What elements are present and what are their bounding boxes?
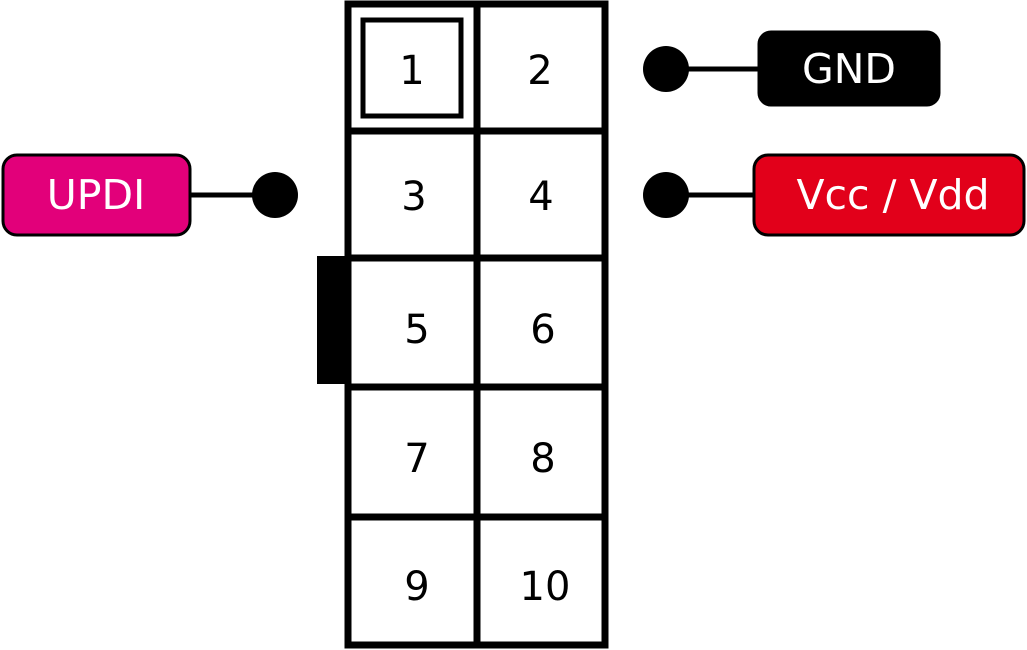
updi-connector-dot [252, 172, 298, 218]
pin-number-6: 6 [530, 307, 555, 353]
pin-number-1: 1 [399, 48, 424, 94]
gnd-label: GND [802, 45, 896, 93]
pin-number-10: 10 [520, 564, 571, 610]
gnd-label-group: GND [643, 30, 941, 107]
pin-number-5: 5 [404, 307, 429, 353]
pin-number-4: 4 [528, 174, 553, 220]
vcc-badge [752, 153, 1026, 237]
pin-number-3: 3 [401, 174, 426, 220]
updi-label-group: UPDI [1, 153, 298, 237]
vcc-label: Vcc / Vdd [796, 171, 989, 219]
gnd-connector-dot [643, 46, 689, 92]
pin-number-7: 7 [404, 436, 429, 482]
pin-number-9: 9 [404, 564, 429, 610]
vcc-label-group: Vcc / Vdd [643, 153, 1026, 237]
pin-number-2: 2 [527, 48, 552, 94]
pin-number-8: 8 [530, 436, 555, 482]
vcc-connector-dot [643, 172, 689, 218]
updi-label: UPDI [47, 171, 145, 219]
polarization-notch [317, 256, 347, 384]
gnd-badge [757, 30, 941, 107]
pin1-key-marker [360, 17, 464, 119]
